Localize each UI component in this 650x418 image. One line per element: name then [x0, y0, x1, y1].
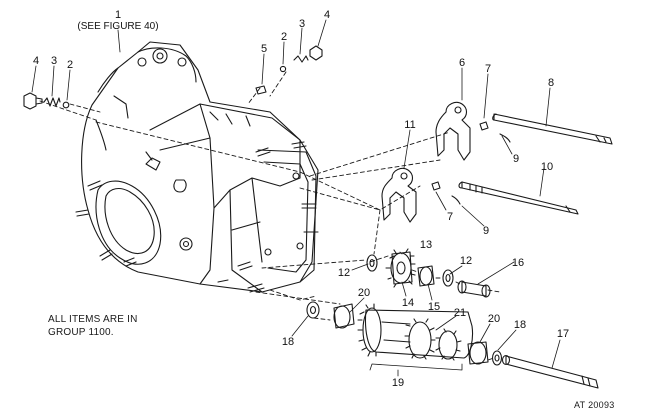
- housing-shell: [75, 41, 319, 293]
- callout-15: 15: [428, 301, 440, 313]
- callout-20-right: 20: [488, 313, 500, 325]
- callout-10: 10: [541, 161, 553, 173]
- callout-9-upper: 9: [513, 153, 519, 165]
- group-note: ALL ITEMS ARE IN GROUP 1100.: [48, 313, 138, 339]
- callout-3-top: 3: [299, 18, 305, 30]
- callout-18-left: 18: [282, 336, 294, 348]
- callout-6: 6: [459, 57, 465, 69]
- callout-11: 11: [404, 119, 415, 131]
- document-id: AT 20093: [574, 400, 615, 410]
- shift-fork-lower: [381, 167, 579, 223]
- assembly-guide-lines: [39, 71, 501, 361]
- group-note-line-1: ALL ITEMS ARE IN: [48, 314, 138, 325]
- callout-1: 1: [115, 9, 121, 21]
- callout-19: 19: [392, 377, 404, 389]
- callout-14: 14: [402, 297, 414, 309]
- callout-5: 5: [261, 43, 267, 55]
- callout-8: 8: [548, 77, 554, 89]
- leader-lines: [31, 19, 561, 377]
- callout-3-left: 3: [51, 55, 57, 67]
- callout-16: 16: [512, 257, 524, 269]
- callout-17: 17: [557, 328, 569, 340]
- callout-2-top: 2: [281, 31, 287, 43]
- callout-2-left: 2: [67, 59, 73, 71]
- callout-4-left: 4: [33, 55, 39, 67]
- callout-1-note: (SEE FIGURE 40): [77, 21, 158, 32]
- callout-7-lower: 7: [447, 211, 453, 223]
- callout-7-upper: 7: [485, 63, 491, 75]
- callout-4-top: 4: [324, 9, 330, 21]
- callout-13: 13: [420, 239, 432, 251]
- group-note-line-2: GROUP 1100.: [48, 327, 114, 338]
- fastener-group-left: [23, 45, 323, 110]
- callout-21: 21: [454, 307, 466, 319]
- callout-12-right: 12: [460, 255, 472, 267]
- callout-12-left: 12: [338, 267, 350, 279]
- gear-cluster-lower: [306, 301, 599, 389]
- shift-fork-upper: [435, 101, 613, 161]
- callout-9-lower: 9: [483, 225, 489, 237]
- callout-18-right: 18: [514, 319, 526, 331]
- callout-20-left: 20: [358, 287, 370, 299]
- callout-labels: 1 (SEE FIGURE 40) 2 3 4 5 2 3 4 6 7 8 9 …: [33, 9, 569, 389]
